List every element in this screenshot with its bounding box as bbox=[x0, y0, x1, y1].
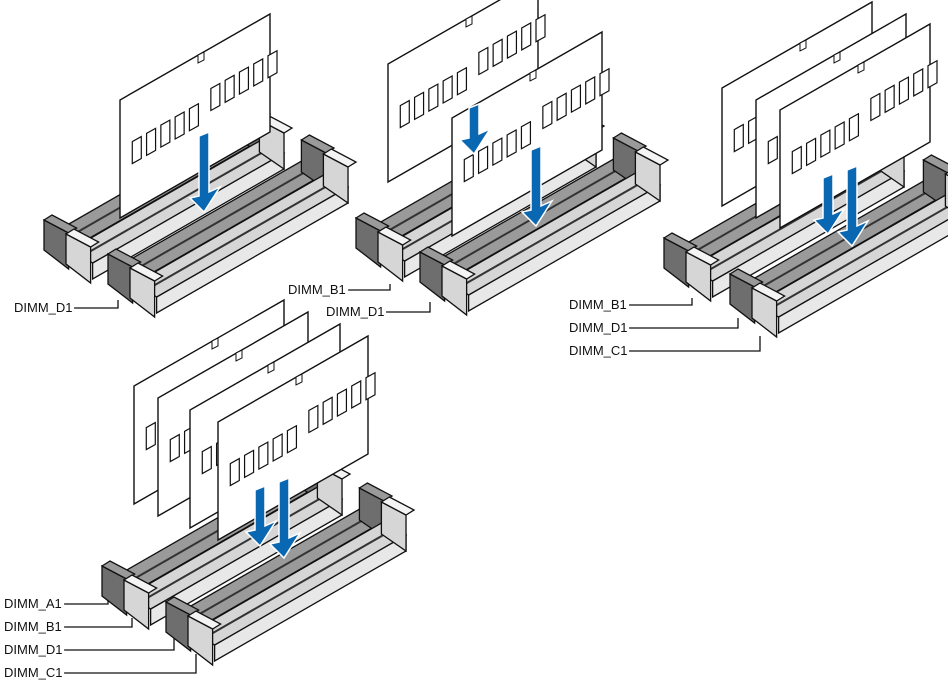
memory-chip bbox=[492, 137, 503, 167]
memory-chip bbox=[322, 396, 333, 426]
memory-chip bbox=[506, 128, 517, 158]
memory-module bbox=[779, 22, 938, 230]
memory-chip bbox=[286, 424, 298, 454]
dimm-label: DIMM_B1 bbox=[288, 282, 346, 297]
memory-chip bbox=[535, 13, 546, 43]
memory-chip bbox=[556, 92, 567, 122]
slot-d bbox=[186, 496, 416, 667]
memory-chip bbox=[308, 404, 319, 434]
memory-chip bbox=[834, 120, 845, 150]
memory-chip bbox=[174, 110, 185, 140]
label-dimm-a1: DIMM_A1 bbox=[4, 596, 109, 611]
insert-arrow bbox=[268, 476, 302, 560]
label-dimm-d1: DIMM_D1 bbox=[4, 638, 175, 657]
label-dimm-c1: DIMM_C1 bbox=[4, 654, 197, 680]
memory-chip bbox=[188, 102, 200, 132]
config-one-module: DIMM_D1 bbox=[14, 12, 358, 319]
memory-chip bbox=[160, 119, 171, 149]
memory-chip bbox=[733, 123, 744, 153]
label-dimm-d1: DIMM_D1 bbox=[326, 302, 431, 319]
memory-chip bbox=[267, 49, 278, 79]
insert-arrow bbox=[520, 144, 554, 228]
memory-chip bbox=[413, 91, 425, 121]
label-dimm-d1: DIMM_D1 bbox=[569, 318, 739, 335]
memory-chip bbox=[399, 99, 410, 129]
memory-chip bbox=[258, 441, 269, 471]
memory-chip bbox=[898, 76, 910, 106]
memory-chip bbox=[570, 84, 582, 114]
memory-chip bbox=[428, 83, 439, 113]
memory-module bbox=[387, 0, 546, 184]
memory-chip bbox=[791, 145, 802, 175]
memory-chip bbox=[478, 46, 489, 76]
label-dimm-b1: DIMM_B1 bbox=[4, 618, 133, 634]
memory-chip bbox=[585, 75, 596, 105]
memory-chip bbox=[463, 153, 474, 183]
memory-chip bbox=[365, 371, 376, 401]
insert-arrow bbox=[244, 484, 278, 548]
memory-chip bbox=[229, 457, 240, 487]
memory-chip bbox=[492, 38, 503, 68]
memory-chip bbox=[767, 135, 778, 165]
memory-module bbox=[451, 30, 610, 238]
memory-chip bbox=[351, 379, 362, 409]
dimm-label: DIMM_D1 bbox=[569, 320, 628, 335]
memory-chip bbox=[272, 432, 283, 462]
dimm-label: DIMM_D1 bbox=[4, 642, 63, 657]
label-dimm-c1: DIMM_C1 bbox=[569, 336, 761, 358]
insert-arrow bbox=[458, 102, 492, 156]
label-dimm-d1: DIMM_D1 bbox=[14, 300, 119, 315]
dimm-label: DIMM_D1 bbox=[326, 304, 385, 319]
memory-chip bbox=[805, 137, 817, 167]
memory-chip bbox=[456, 66, 468, 96]
memory-chip bbox=[477, 145, 489, 175]
memory-chip bbox=[145, 127, 157, 157]
memory-chip bbox=[201, 445, 212, 475]
slot-d bbox=[750, 171, 948, 339]
insert-arrow bbox=[812, 172, 846, 236]
memory-chip bbox=[336, 388, 348, 418]
label-dimm-b1: DIMM_B1 bbox=[288, 282, 391, 297]
dimm-label: DIMM_B1 bbox=[569, 297, 627, 312]
memory-chip bbox=[224, 74, 235, 104]
memory-chip bbox=[820, 129, 831, 159]
memory-chip bbox=[210, 82, 221, 112]
memory-chip bbox=[520, 120, 532, 150]
dimm-label: DIMM_D1 bbox=[14, 300, 73, 315]
memory-chip bbox=[927, 59, 938, 89]
memory-chip bbox=[599, 67, 610, 97]
memory-chip bbox=[870, 92, 881, 122]
dimm-label: DIMM_B1 bbox=[4, 619, 62, 634]
dimm-label: DIMM_C1 bbox=[4, 665, 63, 680]
memory-chip bbox=[442, 74, 453, 104]
label-dimm-b1: DIMM_B1 bbox=[569, 297, 693, 312]
memory-chip bbox=[253, 57, 264, 87]
memory-chip bbox=[913, 67, 924, 97]
memory-chip bbox=[506, 30, 518, 60]
slot-d bbox=[440, 146, 670, 317]
memory-chip bbox=[243, 449, 255, 479]
dimm-label: DIMM_C1 bbox=[569, 343, 628, 358]
memory-chip bbox=[131, 135, 142, 165]
memory-chip bbox=[848, 112, 860, 142]
insert-arrow bbox=[188, 130, 222, 214]
memory-chip bbox=[542, 100, 553, 130]
slot-b bbox=[64, 114, 294, 285]
memory-chip bbox=[884, 84, 895, 114]
memory-chip bbox=[169, 433, 180, 463]
insert-arrow bbox=[836, 164, 870, 248]
memory-chip bbox=[521, 21, 532, 51]
dimm-label: DIMM_A1 bbox=[4, 596, 62, 611]
memory-module bbox=[119, 12, 278, 220]
slot-d bbox=[128, 148, 358, 319]
memory-chip bbox=[145, 421, 156, 451]
memory-chip bbox=[238, 66, 250, 96]
